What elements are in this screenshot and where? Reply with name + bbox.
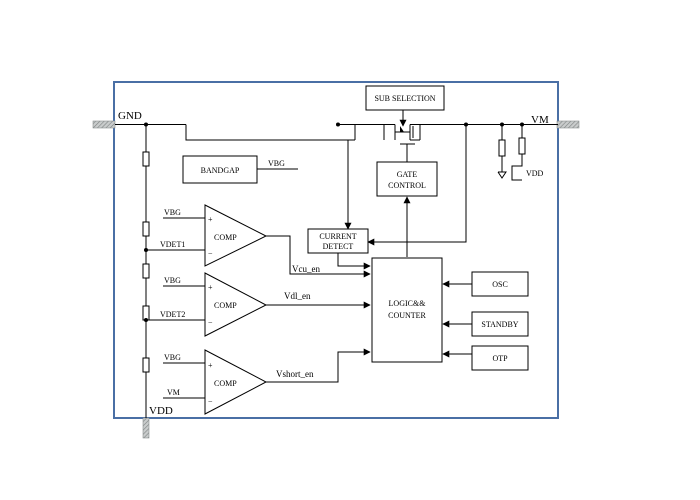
bandgap-block: BANDGAP VBG [182,155,298,184]
svg-text:STANDBY: STANDBY [481,320,518,329]
comparator-2: COMP + − VBG VDET2 Vdl_en [146,272,371,337]
svg-text:GATE: GATE [397,170,418,179]
svg-text:VBG: VBG [164,276,181,285]
chip-boundary [113,81,559,419]
svg-text:VBG: VBG [164,208,181,217]
vm-rail [407,122,558,243]
current-detect-block: CURRENT DETECT [307,140,407,270]
svg-text:VDET2: VDET2 [160,310,185,319]
svg-text:VDET1: VDET1 [160,240,185,249]
svg-text:OTP: OTP [492,354,508,363]
svg-text:BANDGAP: BANDGAP [201,166,240,175]
svg-text:−: − [208,397,213,406]
svg-text:−: − [208,249,213,258]
svg-text:COMP: COMP [214,301,237,310]
svg-text:OSC: OSC [492,280,508,289]
svg-text:CONTROL: CONTROL [388,181,426,190]
resistor-divider [142,122,150,418]
vm-vdd-network: VDD [497,124,544,181]
svg-text:COMP: COMP [214,233,237,242]
gnd-rail [115,122,385,141]
svg-text:VBG: VBG [268,159,285,168]
power-switch-mosfet [384,110,421,162]
svg-text:LOGIC&&: LOGIC&& [389,299,427,308]
svg-text:+: + [208,283,213,292]
svg-text:+: + [208,361,213,370]
svg-text:VBG: VBG [164,353,181,362]
vm-label: VM [531,114,549,126]
vdd-right-label: VDD [526,169,544,178]
vm-pin [556,120,580,129]
otp-block: OTP [442,345,529,371]
comparator-1: COMP + − VBG VDET1 Vcu_en [146,204,370,275]
sub-selection-block: SUB SELECTION [365,85,445,111]
svg-text:+: + [208,215,213,224]
svg-text:DETECT: DETECT [323,242,354,251]
svg-text:Vcu_en: Vcu_en [292,264,320,274]
vdd-pin [142,417,150,439]
svg-text:COMP: COMP [214,379,237,388]
svg-text:−: − [208,318,213,327]
svg-text:COUNTER: COUNTER [388,311,426,320]
gnd-pin [92,120,116,129]
svg-text:Vshort_en: Vshort_en [276,369,314,379]
gnd-label: GND [118,110,142,122]
svg-text:Vdl_en: Vdl_en [284,291,311,301]
vdd-label: VDD [149,405,173,417]
comparator-3: COMP + − VBG VM Vshort_en [163,348,371,415]
gate-control-block: GATE CONTROL [376,161,438,197]
svg-text:CURRENT: CURRENT [319,232,356,241]
standby-block: STANDBY [442,311,529,337]
svg-text:VM: VM [167,388,180,397]
svg-text:SUB SELECTION: SUB SELECTION [374,94,435,103]
logic-counter-block: LOGIC&& COUNTER [371,257,443,363]
osc-block: OSC [442,271,529,297]
